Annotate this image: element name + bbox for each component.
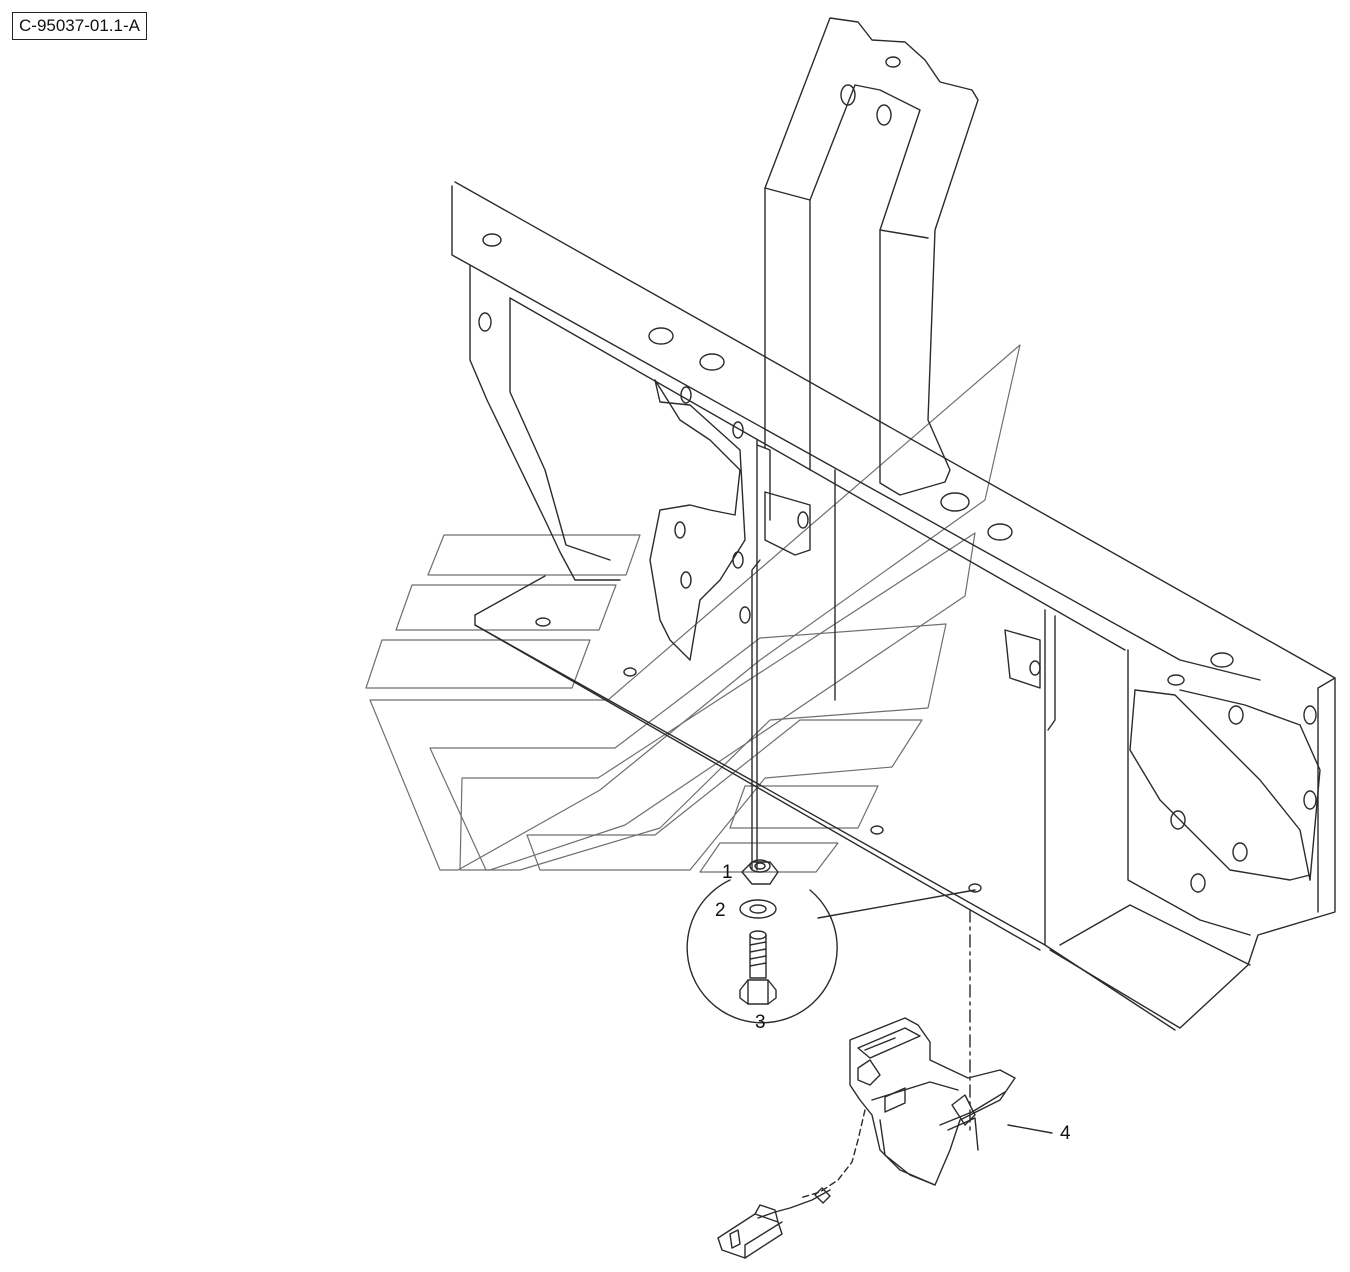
drawing-reference-code: C-95037-01.1-A (12, 12, 147, 40)
callout-2-label: 2 (715, 900, 726, 921)
alarm-unit-part (717, 1017, 1016, 1259)
bolt-part (739, 930, 777, 1005)
watermark-logo (365, 344, 1021, 873)
frame-assembly (451, 17, 1336, 1031)
callout-4-label: 4 (1060, 1123, 1071, 1144)
washer-part (739, 899, 777, 919)
detail-callout-circle (686, 879, 1053, 1134)
callout-1-label: 1 (722, 862, 733, 883)
callout-3-label: 3 (755, 1012, 766, 1033)
nut-part (741, 859, 779, 885)
